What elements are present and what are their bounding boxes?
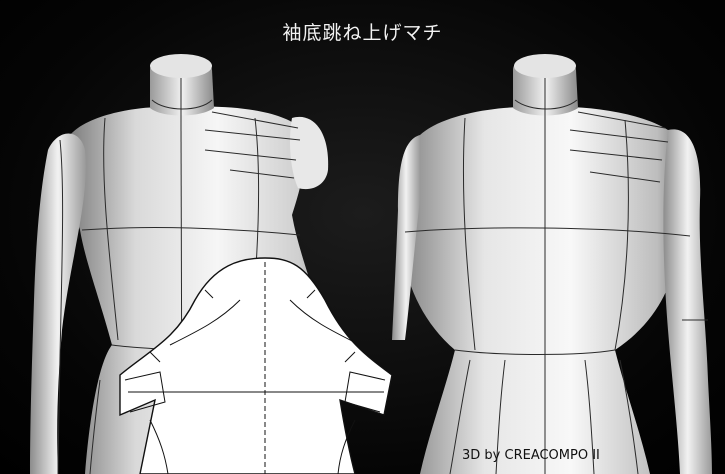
right-seam-lines xyxy=(404,78,708,474)
left-neck-top xyxy=(150,54,212,78)
right-neck-top xyxy=(514,54,576,78)
left-sleeve-cap xyxy=(290,116,329,190)
credit-label: 3D by CREACOMPO II xyxy=(462,448,600,463)
right-mannequin xyxy=(392,54,712,474)
left-arm xyxy=(30,133,86,474)
right-torso xyxy=(398,106,687,474)
pattern-construction-lines xyxy=(124,262,386,474)
right-arm xyxy=(663,129,712,474)
right-left-arm xyxy=(392,135,420,340)
page-title: 袖底跳ね上げマチ xyxy=(282,22,443,44)
